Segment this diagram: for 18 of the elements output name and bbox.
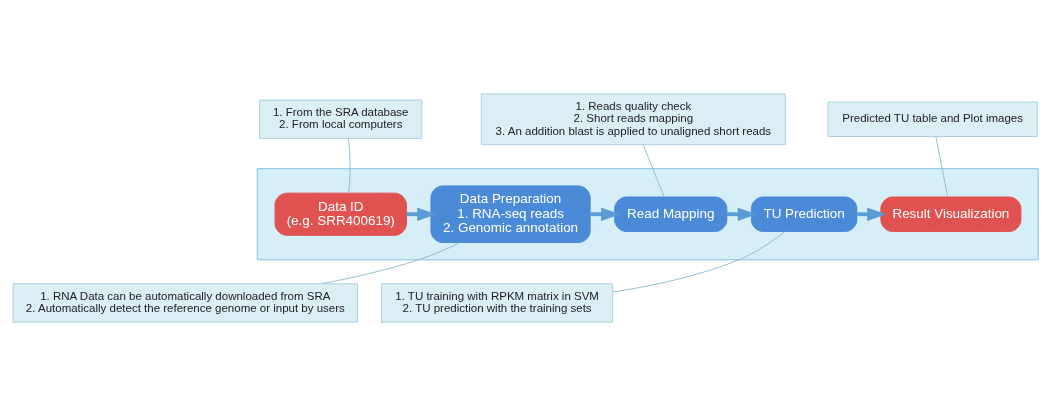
- node-box: Data ID (e.g. SRR400619): [274, 192, 407, 236]
- connector: [612, 231, 786, 293]
- node-box: 1. Reads quality check 2. Short reads mapping 3. An addition blast is applied to unaligned short reads: [480, 93, 786, 146]
- cluster: [256, 168, 1039, 261]
- node-box: 1. RNA Data can be automatically downloaded from SRA 2. Automatically detect the reference genome or input by users: [12, 283, 359, 323]
- node-box: Data Preparation 1. RNA-seq reads 2. Genomic annotation: [430, 185, 591, 243]
- node-box: 1. From the SRA database 2. From local computers: [259, 99, 423, 139]
- arrow: [727, 207, 757, 221]
- node-box: TU Prediction: [750, 196, 858, 232]
- connector: [642, 144, 665, 198]
- node-box: Predicted TU table and Plot images: [827, 101, 1038, 137]
- connector: [935, 136, 949, 198]
- connector: [321, 242, 461, 285]
- node-box: Result Visualization: [880, 196, 1022, 232]
- connector: [347, 138, 351, 194]
- arrow: [590, 207, 621, 221]
- node-box: Read Mapping: [614, 196, 728, 232]
- node-box: 1. TU training with RPKM matrix in SVM 2. TU prediction with the training sets: [381, 283, 614, 323]
